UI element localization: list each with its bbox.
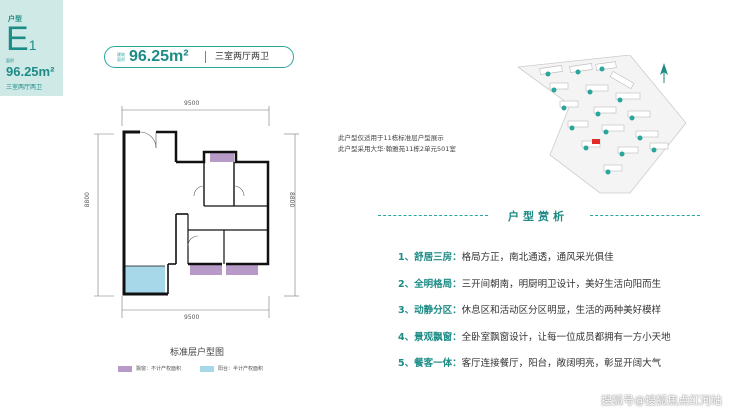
floor-plan: 9500 9500 8800 8800	[84, 96, 309, 341]
feature-item: 1、舒居三房：格局方正，南北通透，通风采光俱佳	[398, 249, 614, 263]
features-title: 户型赏析	[508, 210, 568, 223]
features-divider-left	[378, 215, 488, 216]
pill-divider	[205, 51, 206, 63]
dim-bottom: 9500	[184, 314, 200, 321]
tag-area: 96.25m²	[6, 64, 55, 79]
watermark: 搜狐号@搜狐焦点红河站	[601, 394, 722, 407]
unit-type-label: 户型	[8, 15, 22, 23]
dim-right: 8800	[288, 192, 295, 208]
feature-text: 休息区和活动区分区明显，生活的两种美好模样	[461, 305, 662, 316]
feature-heading: 1、舒居三房：	[398, 252, 462, 263]
unit-type-tag: 户型 E1 面积 96.25m² 三室两厅两卫	[0, 0, 63, 96]
feature-text: 三开间朝南，明厨明卫设计，美好生活向阳而生	[461, 279, 662, 290]
feature-text: 客厅连接餐厅，阳台，敞阔明亮，彰显开阔大气	[461, 358, 662, 369]
legend-label-balcony: 阳台：半计产权面积	[218, 366, 264, 372]
site-map-drawing	[516, 54, 687, 194]
feature-item: 2、全明格局：三开间朝南，明厨明卫设计，美好生活向阳而生	[398, 276, 661, 290]
legend-swatch-balcony	[200, 365, 214, 372]
feature-item: 4、景观飘窗：全卧室飘窗设计，让每一位成员都拥有一方小天地	[398, 329, 671, 343]
feature-heading: 3、动静分区：	[398, 305, 462, 316]
area-pill-value: 96.25m²	[129, 48, 189, 65]
feature-text: 全卧室飘窗设计，让每一位成员都拥有一方小天地	[461, 332, 671, 343]
unit-code-number: 1	[28, 37, 37, 53]
note-applicability: 此户型仅适用于11栋标准层户型展示	[338, 134, 444, 142]
dim-top: 9500	[184, 100, 200, 107]
unit-code-letter: E	[6, 20, 29, 58]
legend-bay-window: 飘窗：不计产权面积	[118, 365, 181, 372]
dim-left: 8800	[84, 192, 91, 208]
area-pill-layout: 三室两厅两卫	[215, 52, 270, 62]
tag-layout: 三室两厅两卫	[6, 84, 43, 91]
area-pill-label: 建筑面积	[117, 52, 125, 62]
features-header: 户型赏析	[378, 208, 700, 223]
legend-swatch-bay	[118, 365, 132, 372]
area-small-label: 面积	[6, 58, 14, 63]
feature-item: 3、动静分区：休息区和活动区分区明显，生活的两种美好模样	[398, 302, 661, 316]
area-pill: 建筑面积 96.25m² 三室两厅两卫	[104, 46, 294, 68]
feature-heading: 4、景观飘窗：	[398, 332, 462, 343]
feature-heading: 2、全明格局：	[398, 279, 462, 290]
feature-item: 5、餐客一体：客厅连接餐厅，阳台，敞阔明亮，彰显开阔大气	[398, 355, 661, 369]
plan-caption: 标准层户型图	[170, 348, 225, 358]
floor-plan-drawing	[94, 106, 299, 318]
note-source-unit: 此户型采用大华·翰雅苑11栋2单元501室	[338, 145, 456, 153]
features-divider-right	[590, 215, 700, 216]
feature-heading: 5、餐客一体：	[398, 358, 462, 369]
legend-label-bay: 飘窗：不计产权面积	[136, 366, 182, 372]
unit-code: E1	[6, 22, 36, 56]
site-map	[510, 54, 690, 195]
feature-text: 格局方正，南北通透，通风采光俱佳	[461, 252, 614, 263]
legend-balcony: 阳台：半计产权面积	[200, 365, 263, 372]
north-arrow-icon	[660, 63, 668, 83]
